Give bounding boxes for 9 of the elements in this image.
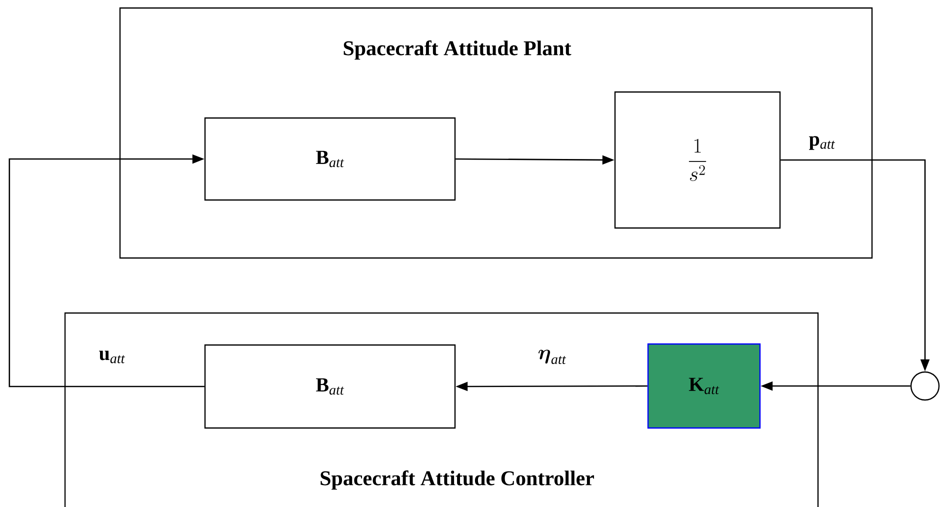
arrow [8, 154, 204, 388]
gain-block: $\mathbf{K}_{\mathit{att}}$ [647, 343, 761, 429]
transfer-block: $\mathbf{B}_{\mathit{att}}$ [204, 344, 456, 429]
edge-label: $\mathbf{u}_{\mathit{att}}$ [99, 350, 125, 364]
transfer-block: $\mathbf{B}_{\mathit{att}}$ [204, 117, 456, 201]
edge-label: $\mathbf{p}_{\mathit{att}}$ [809, 136, 835, 150]
transfer-block: $\frac{1}{s^{2}}$ [614, 91, 781, 229]
edge-label: $\boldsymbol{\eta}_{\mathit{att}}$ [538, 350, 566, 364]
summing-junction [910, 371, 940, 401]
